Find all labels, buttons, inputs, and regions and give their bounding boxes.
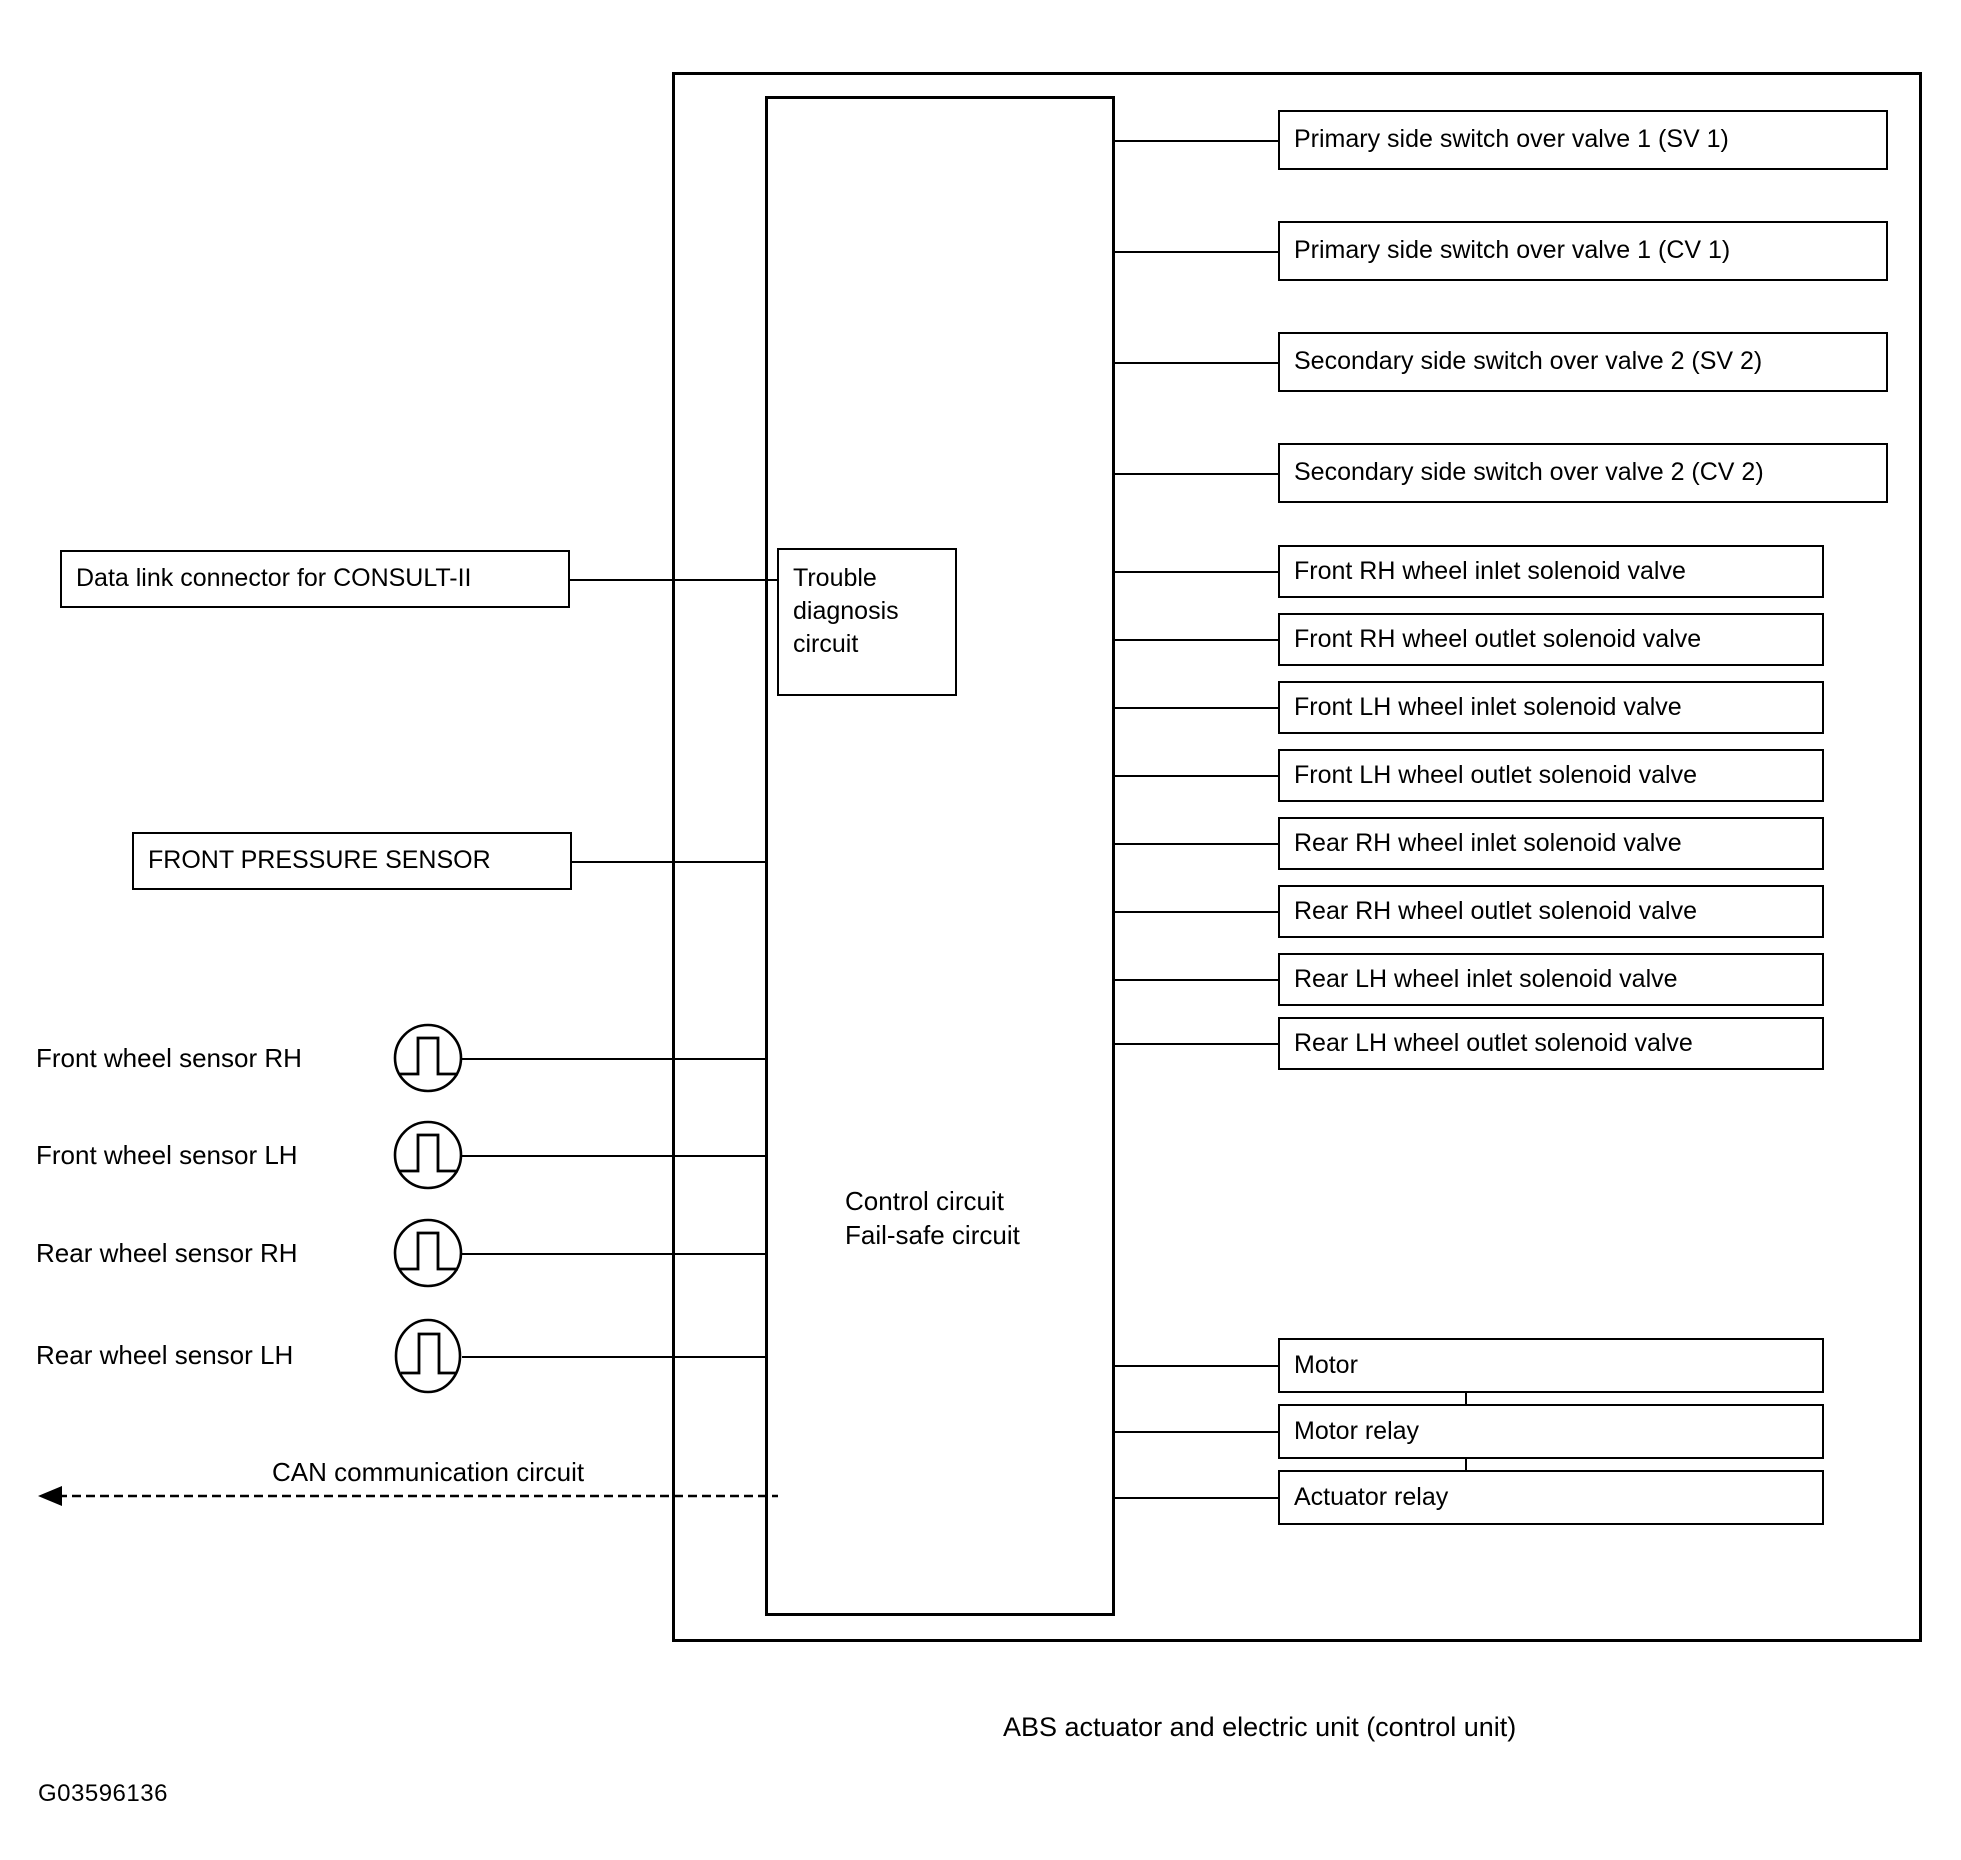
solenoid-valve-box-8: Rear LH wheel outlet solenoid valve <box>1278 1017 1824 1070</box>
control-unit-label: Control circuit Fail-safe circuit <box>845 1185 1020 1253</box>
solenoid-valve-label-5: Rear RH wheel inlet solenoid valve <box>1294 828 1682 857</box>
sensor-line-front-lh <box>462 1155 765 1157</box>
control-line-solenoid-1 <box>1115 571 1278 573</box>
solenoid-valve-label-4: Front LH wheel outlet solenoid valve <box>1294 760 1698 789</box>
control-circuit-line1: Control circuit <box>845 1186 1004 1216</box>
control-line-cv2 <box>1115 473 1278 475</box>
trouble-diagnosis-line1: Trouble <box>793 564 877 592</box>
solenoid-valve-label-1: Front RH wheel inlet solenoid valve <box>1294 556 1686 585</box>
control-line-solenoid-6 <box>1115 911 1278 913</box>
control-circuit-line2: Fail-safe circuit <box>845 1219 1020 1250</box>
control-line-solenoid-4 <box>1115 775 1278 777</box>
switch-over-valve-label-cv1: Primary side switch over valve 1 (CV 1) <box>1294 236 1731 265</box>
motor-relay-label: Motor relay <box>1294 1416 1420 1445</box>
motor-box: Motor <box>1278 1338 1824 1393</box>
switch-over-valve-label-cv2: Secondary side switch over valve 2 (CV 2… <box>1294 458 1764 487</box>
square-wave-icon-rear-lh <box>392 1318 464 1399</box>
front-pressure-sensor-label: FRONT PRESSURE SENSOR <box>148 846 491 875</box>
control-line-solenoid-5 <box>1115 843 1278 845</box>
solenoid-valve-box-5: Rear RH wheel inlet solenoid valve <box>1278 817 1824 870</box>
solenoid-valve-box-7: Rear LH wheel inlet solenoid valve <box>1278 953 1824 1006</box>
can-communication-label: CAN communication circuit <box>272 1457 585 1487</box>
control-line-motor-relay <box>1115 1431 1278 1433</box>
sensor-line-rear-rh <box>462 1253 765 1255</box>
motor-label: Motor <box>1294 1350 1358 1379</box>
solenoid-valve-box-2: Front RH wheel outlet solenoid valve <box>1278 613 1824 666</box>
switch-over-valve-box-sv1: Primary side switch over valve 1 (SV 1) <box>1278 110 1888 170</box>
wheel-sensor-label-front-rh: Front wheel sensor RH <box>36 1043 302 1073</box>
square-wave-icon-front-lh <box>392 1119 464 1196</box>
control-line-solenoid-8 <box>1115 1043 1278 1045</box>
sensor-line-front-rh <box>462 1058 765 1060</box>
control-unit-box <box>765 96 1115 1616</box>
motor-stack-connector-2 <box>1465 1458 1467 1472</box>
switch-over-valve-label-sv2: Secondary side switch over valve 2 (SV 2… <box>1294 347 1763 376</box>
solenoid-valve-box-6: Rear RH wheel outlet solenoid valve <box>1278 885 1824 938</box>
wheel-sensor-label-rear-rh: Rear wheel sensor RH <box>36 1238 298 1268</box>
solenoid-valve-box-4: Front LH wheel outlet solenoid valve <box>1278 749 1824 802</box>
switch-over-valve-box-cv2: Secondary side switch over valve 2 (CV 2… <box>1278 443 1888 503</box>
left-arrow-icon-can <box>38 1482 778 1515</box>
solenoid-valve-box-3: Front LH wheel inlet solenoid valve <box>1278 681 1824 734</box>
diagram-id-code: G03596136 <box>38 1780 168 1807</box>
front-pressure-sensor-box: FRONT PRESSURE SENSOR <box>132 832 572 890</box>
trouble-diagnosis-line2: diagnosis <box>793 597 899 625</box>
data-link-connector-label: Data link connector for CONSULT-II <box>76 564 472 593</box>
solenoid-valve-label-2: Front RH wheel outlet solenoid valve <box>1294 624 1702 653</box>
trouble-diagnosis-line3: circuit <box>793 630 859 658</box>
control-line-motor <box>1115 1365 1278 1367</box>
abs-actuator-enclosure <box>672 72 1922 1642</box>
control-line-cv1 <box>1115 251 1278 253</box>
switch-over-valve-label-sv1: Primary side switch over valve 1 (SV 1) <box>1294 125 1729 154</box>
data-link-connector-box: Data link connector for CONSULT-II <box>60 550 570 608</box>
solenoid-valve-label-8: Rear LH wheel outlet solenoid valve <box>1294 1028 1693 1057</box>
control-line-actuator-relay <box>1115 1497 1278 1499</box>
trouble-diagnosis-circuit-box: Trouble diagnosis circuit <box>777 548 957 696</box>
control-line-solenoid-2 <box>1115 639 1278 641</box>
sensor-line-rear-lh <box>462 1356 765 1358</box>
switch-over-valve-box-cv1: Primary side switch over valve 1 (CV 1) <box>1278 221 1888 281</box>
control-line-sv1 <box>1115 140 1278 142</box>
solenoid-valve-label-7: Rear LH wheel inlet solenoid valve <box>1294 964 1678 993</box>
wheel-sensor-label-rear-lh: Rear wheel sensor LH <box>36 1340 294 1370</box>
wheel-sensor-label-front-lh: Front wheel sensor LH <box>36 1140 298 1170</box>
solenoid-valve-label-3: Front LH wheel inlet solenoid valve <box>1294 692 1682 721</box>
solenoid-valve-label-6: Rear RH wheel outlet solenoid valve <box>1294 896 1697 925</box>
diagram-caption: ABS actuator and electric unit (control … <box>1003 1712 1517 1742</box>
control-line-solenoid-3 <box>1115 707 1278 709</box>
square-wave-icon-rear-rh <box>392 1217 464 1294</box>
motor-relay-box: Motor relay <box>1278 1404 1824 1459</box>
solenoid-valve-box-1: Front RH wheel inlet solenoid valve <box>1278 545 1824 598</box>
actuator-relay-box: Actuator relay <box>1278 1470 1824 1525</box>
pressure-sensor-to-control-line <box>572 861 765 863</box>
control-line-sv2 <box>1115 362 1278 364</box>
switch-over-valve-box-sv2: Secondary side switch over valve 2 (SV 2… <box>1278 332 1888 392</box>
actuator-relay-label: Actuator relay <box>1294 1482 1449 1511</box>
square-wave-icon-front-rh <box>392 1022 464 1099</box>
control-line-solenoid-7 <box>1115 979 1278 981</box>
motor-stack-connector-1 <box>1465 1392 1467 1406</box>
connector-to-control-line <box>570 579 777 581</box>
